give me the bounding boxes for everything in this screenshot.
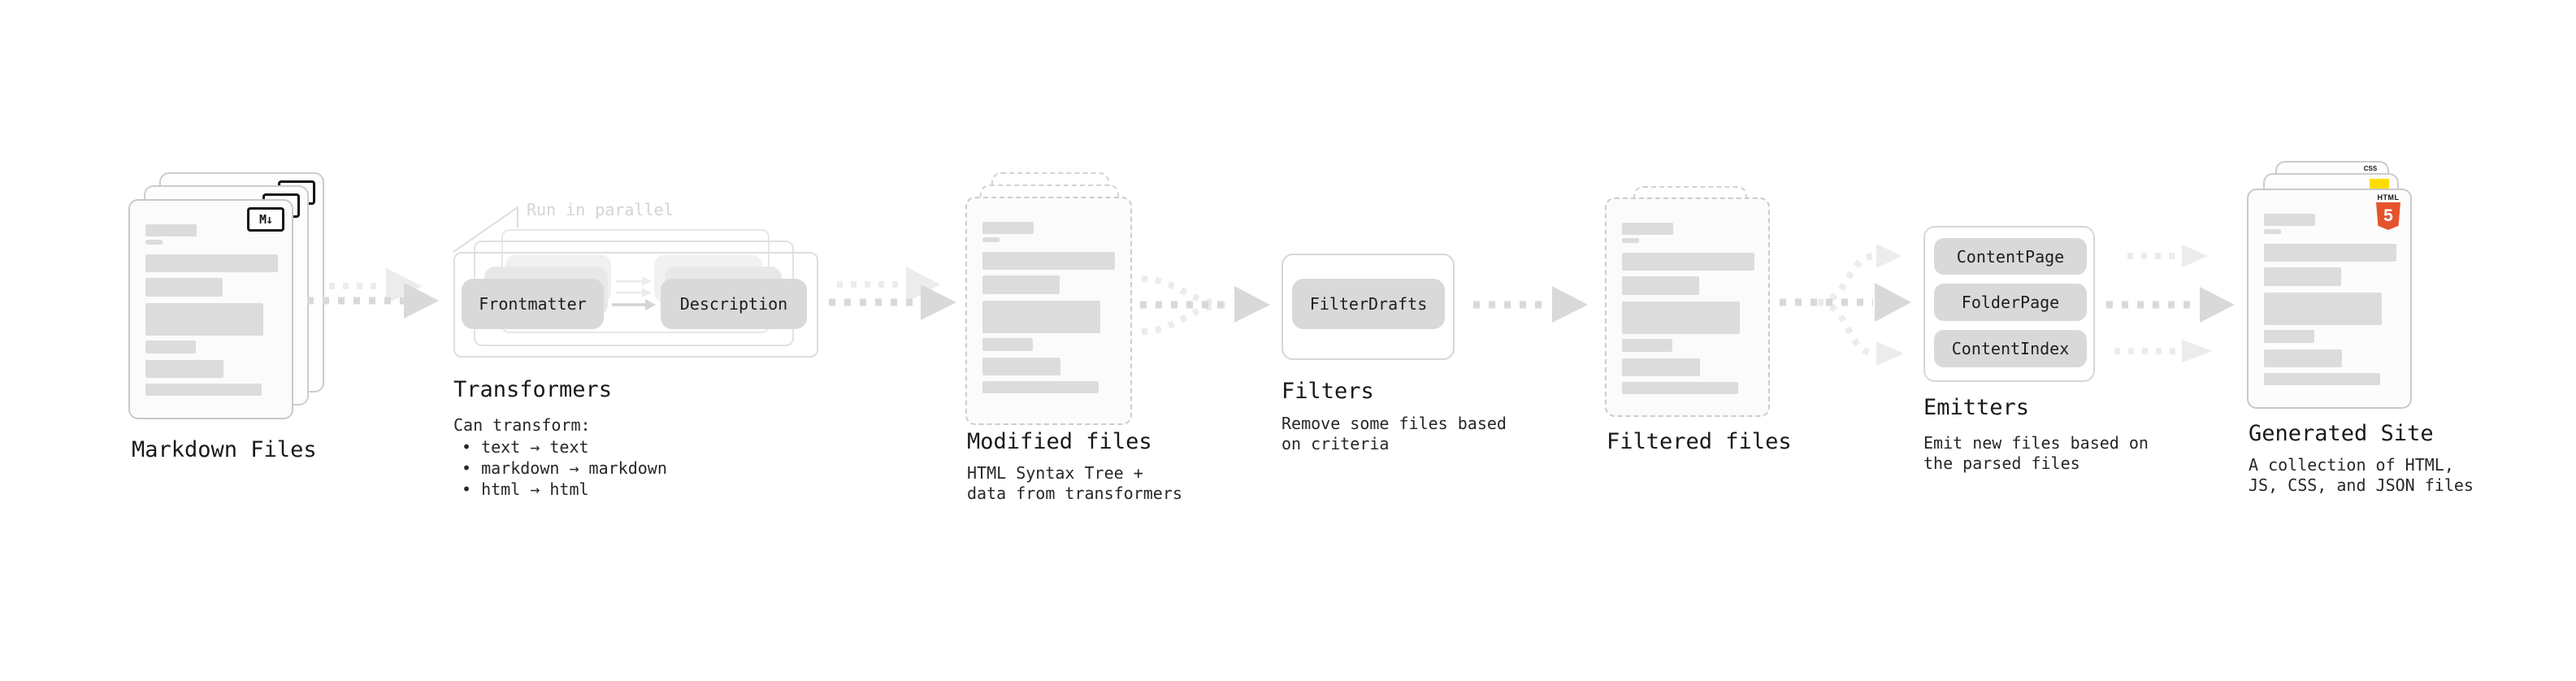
skeleton-line (982, 275, 1060, 294)
generated-site-desc: JS, CSS, and JSON files (2249, 475, 2474, 495)
node-contentpage: ContentPage (1934, 238, 2087, 275)
filtered-file-card (1605, 197, 1770, 417)
arrow-emitters-to-site (2106, 245, 2235, 362)
transformers-bullet: • text → text (462, 437, 589, 457)
markdown-file-card: M↓ (128, 199, 293, 419)
markdown-icon: M↓ (247, 207, 284, 232)
skeleton-line (982, 358, 1060, 375)
document-skeleton (1622, 223, 1754, 394)
skeleton-line (145, 360, 223, 378)
skeleton-line (1622, 253, 1754, 271)
skeleton-line (145, 303, 263, 336)
html5-icon-text: HTML (2377, 193, 2400, 202)
modified-file-card (965, 197, 1132, 425)
run-in-parallel-note: Run in parallel (527, 200, 674, 219)
skeleton-line (1622, 301, 1740, 334)
node-contentindex: ContentIndex (1934, 330, 2087, 367)
filters-label: Filters (1281, 379, 1374, 404)
filters-desc: on criteria (1281, 434, 1390, 453)
css-icon-text: CSS (2363, 165, 2378, 172)
skeleton-line (2264, 214, 2315, 226)
html5-icon: HTML 5 (2374, 193, 2402, 230)
filtered-files-label: Filtered files (1607, 429, 1792, 454)
site-file-card-html: HTML 5 (2247, 189, 2412, 409)
modified-files-label: Modified files (967, 429, 1152, 454)
skeleton-line (145, 384, 262, 396)
document-skeleton (982, 222, 1115, 393)
skeleton-line (145, 224, 197, 236)
skeleton-line (982, 252, 1115, 270)
skeleton-line (2264, 373, 2380, 385)
transformers-bullet: • html → html (462, 479, 589, 499)
transformers-desc-intro: Can transform: (453, 415, 591, 435)
skeleton-line (2264, 229, 2281, 234)
skeleton-line (145, 340, 196, 354)
html5-icon-shield: 5 (2376, 202, 2400, 230)
emitters-label: Emitters (1923, 395, 2030, 420)
transformers-bullet: • markdown → markdown (462, 458, 667, 478)
node-filterdrafts: FilterDrafts (1292, 279, 1445, 329)
skeleton-line (145, 254, 278, 272)
skeleton-line (2264, 267, 2341, 286)
arrow-filtered-to-emitters (1780, 244, 1911, 366)
node-description: Description (661, 279, 807, 329)
document-skeleton (145, 224, 278, 396)
arrow-markdown-to-transformers (307, 268, 439, 319)
skeleton-line (982, 237, 1000, 242)
arrow-transformers-to-modified (829, 267, 956, 320)
filters-desc: Remove some files based (1281, 414, 1507, 433)
skeleton-line (145, 240, 163, 245)
skeleton-line (982, 381, 1099, 393)
skeleton-line (1622, 238, 1639, 243)
transformer-frame (453, 252, 818, 358)
skeleton-line (2264, 244, 2396, 262)
document-skeleton (2264, 214, 2396, 385)
arrow-filters-to-filtered (1473, 286, 1588, 323)
skeleton-line (145, 278, 223, 297)
modified-files-desc: HTML Syntax Tree + (967, 463, 1143, 483)
parallel-arrows-icon (612, 276, 656, 310)
html5-icon-glyph: 5 (2383, 206, 2393, 225)
note-leader-line (453, 206, 518, 253)
emitters-desc: Emit new files based on (1923, 433, 2149, 453)
skeleton-line (1622, 382, 1738, 394)
node-frontmatter: Frontmatter (462, 279, 604, 329)
skeleton-line (2264, 293, 2382, 325)
skeleton-line (1622, 223, 1673, 235)
skeleton-line (982, 301, 1100, 333)
skeleton-line (1622, 339, 1672, 352)
node-folderpage: FolderPage (1934, 284, 2087, 321)
skeleton-line (1622, 276, 1699, 295)
generated-site-label: Generated Site (2249, 421, 2434, 446)
skeleton-line (982, 222, 1034, 234)
skeleton-line (982, 338, 1033, 351)
arrow-modified-to-filters (1140, 275, 1270, 335)
skeleton-line (2264, 330, 2314, 343)
skeleton-line (2264, 349, 2342, 367)
skeleton-line (1622, 358, 1700, 376)
modified-files-desc: data from transformers (967, 484, 1182, 503)
generated-site-desc: A collection of HTML, (2249, 455, 2454, 475)
emitters-desc: the parsed files (1923, 453, 2080, 473)
markdown-files-label: Markdown Files (132, 437, 317, 462)
transformers-label: Transformers (453, 377, 613, 402)
